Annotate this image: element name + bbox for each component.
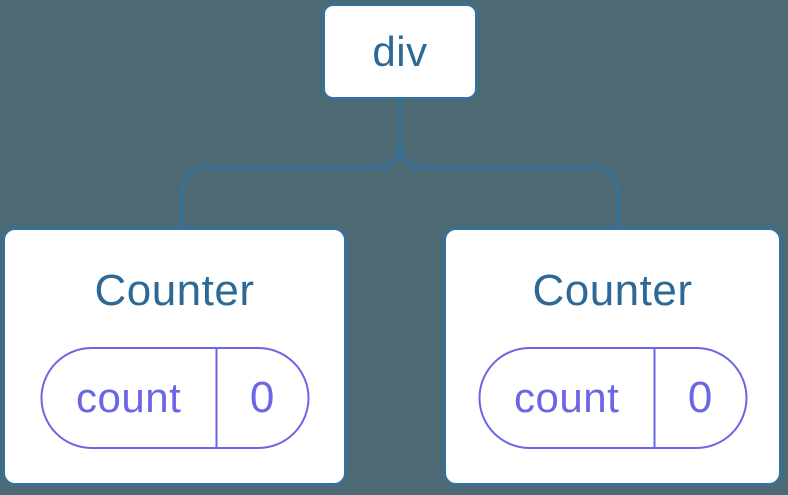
root-node-label: div <box>372 27 428 75</box>
state-value-cell: 0 <box>217 349 307 447</box>
state-pill: count 0 <box>478 347 747 449</box>
component-node-counter-2: Counter count 0 <box>443 227 782 486</box>
state-value: 0 <box>249 373 275 422</box>
state-key-cell: count <box>42 349 218 447</box>
component-title: Counter <box>532 266 693 315</box>
state-key: count <box>514 374 620 421</box>
state-value-cell: 0 <box>655 349 745 447</box>
connector-left-branch <box>180 99 402 229</box>
state-value: 0 <box>687 373 713 422</box>
state-key: count <box>76 374 182 421</box>
root-node-div: div <box>322 3 478 100</box>
state-pill: count 0 <box>40 347 309 449</box>
component-node-counter-1: Counter count 0 <box>2 227 347 486</box>
state-key-cell: count <box>480 349 656 447</box>
connector-right-branch <box>398 144 620 229</box>
component-title: Counter <box>94 266 255 315</box>
